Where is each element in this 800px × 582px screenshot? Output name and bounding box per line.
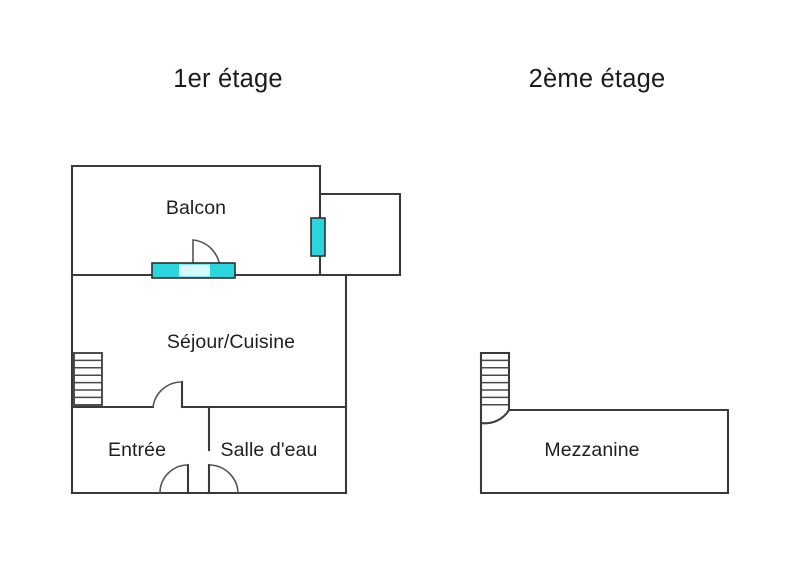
room-label-entree: Entrée <box>108 439 166 461</box>
second-floor-outer-walls <box>479 353 730 495</box>
second-floor-stairs <box>481 359 509 406</box>
balcony-door-window <box>151 239 236 279</box>
stair-outline <box>73 352 103 406</box>
room-label-balcon: Balcon <box>166 197 226 219</box>
first-floor-title: 1er étage <box>173 65 283 93</box>
second-floor-title: 2ème étage <box>529 65 666 93</box>
room-label-sejour-cuisine: Séjour/Cuisine <box>167 331 295 353</box>
room-label-salle-d-eau: Salle d'eau <box>221 439 318 461</box>
first-floor-plan: Balcon Séjour/Cuisine Entrée Salle d'eau <box>70 164 402 495</box>
second-floor-plan: Mezzanine <box>479 351 730 495</box>
first-floor-stairs <box>73 352 103 406</box>
balcony-window-panel <box>310 217 326 257</box>
balcony-door-leaf <box>179 264 210 277</box>
first-floor-outer-walls <box>70 164 402 495</box>
entree-door-arc <box>159 464 189 494</box>
sejour-door-arc <box>152 381 183 408</box>
salledeau-door-arc <box>208 464 239 494</box>
stair-treads <box>74 359 102 399</box>
room-label-mezzanine: Mezzanine <box>544 439 639 461</box>
stair-treads <box>481 359 509 406</box>
